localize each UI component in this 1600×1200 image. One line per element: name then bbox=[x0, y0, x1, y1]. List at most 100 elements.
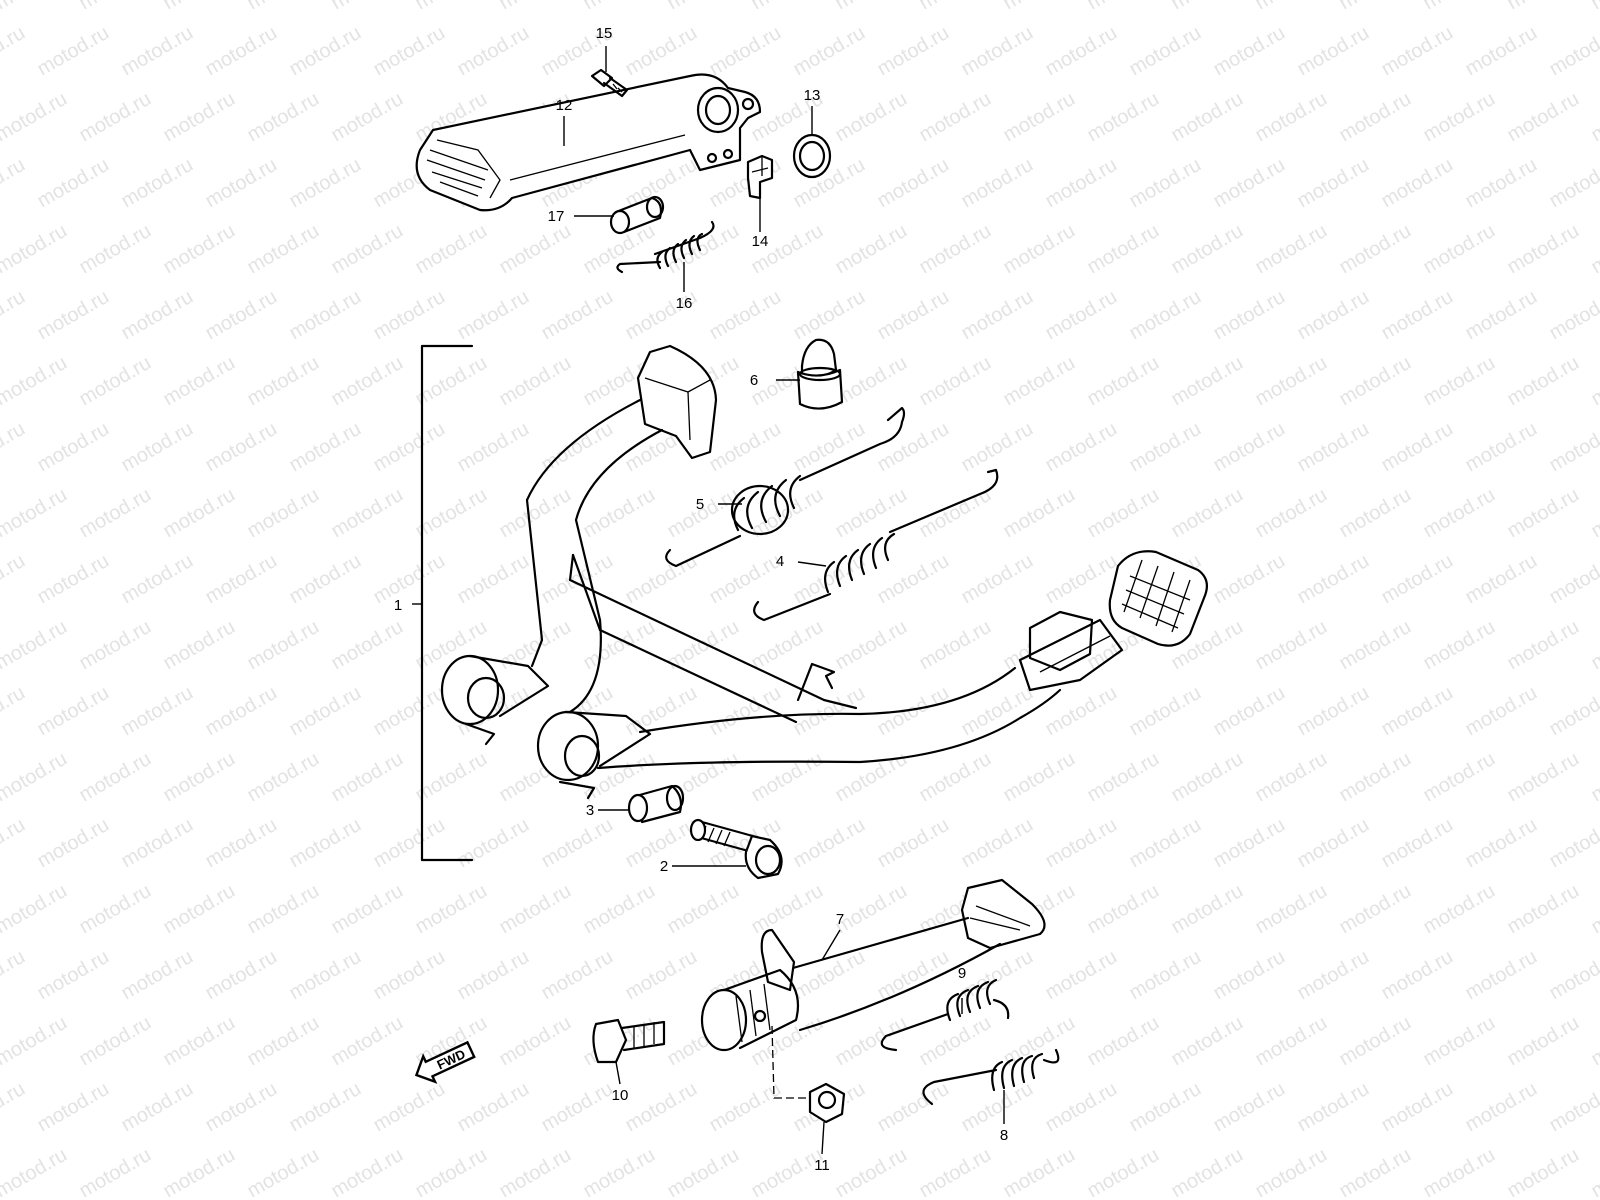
watermark-text: motod.ru bbox=[1378, 682, 1457, 741]
watermark-text: motod.ru bbox=[958, 550, 1037, 609]
watermark-text: motod.ru bbox=[1000, 88, 1079, 147]
watermark-text: motod.ru bbox=[328, 88, 407, 147]
watermark-text: motod.ru bbox=[1042, 550, 1121, 609]
watermark-text: motod.ru bbox=[538, 286, 617, 345]
watermark-text: motod.ru bbox=[874, 154, 953, 213]
callout-17: 17 bbox=[548, 208, 565, 225]
brake-pedal-part-12 bbox=[415, 73, 762, 212]
watermark-text: motod.ru bbox=[496, 1144, 575, 1200]
watermark-text: motod.ru bbox=[832, 880, 911, 939]
watermark-text: motod.ru bbox=[244, 1012, 323, 1071]
watermark-text: motod.ru bbox=[1336, 1144, 1415, 1200]
callout-2: 2 bbox=[660, 858, 668, 875]
watermark-text: motod.ru bbox=[370, 22, 449, 81]
watermark-text: motod.ru bbox=[1462, 682, 1541, 741]
watermark-text: motod.ru bbox=[34, 1078, 113, 1137]
watermark-text: motod.ru bbox=[916, 352, 995, 411]
watermark-text: motod.ru bbox=[1084, 748, 1163, 807]
watermark-text: motod.ru bbox=[1042, 418, 1121, 477]
watermark-text: motod.ru bbox=[1588, 0, 1600, 14]
watermark-text: motod.ru bbox=[958, 418, 1037, 477]
watermark-text: motod.ru bbox=[958, 286, 1037, 345]
watermark-text: motod.ru bbox=[622, 946, 701, 1005]
callout-5: 5 bbox=[696, 496, 704, 513]
watermark-text: motod.ru bbox=[958, 1078, 1037, 1137]
bracket-part-1 bbox=[420, 344, 474, 862]
watermark-text: motod.ru bbox=[496, 616, 575, 675]
watermark-text: motod.ru bbox=[1588, 1144, 1600, 1200]
watermark-text: motod.ru bbox=[1084, 1144, 1163, 1200]
watermark-text: motod.ru bbox=[790, 550, 869, 609]
callout-4: 4 bbox=[776, 553, 784, 570]
watermark-text: motod.ru bbox=[1252, 484, 1331, 543]
watermark-text: motod.ru bbox=[538, 550, 617, 609]
watermark-text: motod.ru bbox=[1084, 352, 1163, 411]
watermark-text: motod.ru bbox=[958, 946, 1037, 1005]
watermark-text: motod.ru bbox=[832, 352, 911, 411]
watermark-text: motod.ru bbox=[1210, 22, 1289, 81]
watermark-text: motod.ru bbox=[160, 616, 239, 675]
watermark-text: motod.ru bbox=[1210, 682, 1289, 741]
watermark-text: motod.ru bbox=[1084, 220, 1163, 279]
watermark-text: motod.ru bbox=[1588, 880, 1600, 939]
watermark-text: motod.ru bbox=[118, 22, 197, 81]
watermark-text: motod.ru bbox=[0, 682, 29, 741]
watermark-text: motod.ru bbox=[1042, 946, 1121, 1005]
watermark-text: motod.ru bbox=[0, 748, 71, 807]
watermark-text: motod.ru bbox=[496, 0, 575, 14]
watermark-text: motod.ru bbox=[286, 154, 365, 213]
watermark-text: motod.ru bbox=[160, 0, 239, 14]
watermark-text: motod.ru bbox=[118, 418, 197, 477]
callout-3: 3 bbox=[586, 802, 594, 819]
bolt-part-10 bbox=[592, 1018, 666, 1064]
watermark-text: motod.ru bbox=[244, 616, 323, 675]
watermark-text: motod.ru bbox=[328, 748, 407, 807]
callout-16: 16 bbox=[676, 295, 693, 312]
callout-7: 7 bbox=[836, 911, 844, 928]
watermark-text: motod.ru bbox=[1462, 286, 1541, 345]
watermark-text: motod.ru bbox=[1042, 1078, 1121, 1137]
callout-1: 1 bbox=[394, 597, 402, 614]
watermark-text: motod.ru bbox=[496, 880, 575, 939]
watermark-text: motod.ru bbox=[706, 1078, 785, 1137]
leader-lines bbox=[412, 46, 1005, 1155]
watermark-text: motod.ru bbox=[202, 286, 281, 345]
watermark-text: motod.ru bbox=[706, 418, 785, 477]
watermark-text: motod.ru bbox=[832, 1144, 911, 1200]
watermark-text: motod.ru bbox=[0, 616, 71, 675]
watermark-text: motod.ru bbox=[1336, 616, 1415, 675]
watermark-text: motod.ru bbox=[1378, 286, 1457, 345]
stopper-part-6 bbox=[796, 338, 844, 410]
watermark-text: motod.ru bbox=[580, 880, 659, 939]
watermark-text: motod.ru bbox=[496, 220, 575, 279]
watermark-text: motod.ru bbox=[34, 682, 113, 741]
watermark-text: motod.ru bbox=[1168, 484, 1247, 543]
watermark-text: motod.ru bbox=[832, 1012, 911, 1071]
watermark-text: motod.ru bbox=[202, 418, 281, 477]
watermark-text: motod.ru bbox=[1126, 946, 1205, 1005]
callout-12: 12 bbox=[556, 97, 573, 114]
watermark-text: motod.ru bbox=[1252, 88, 1331, 147]
watermark-text: motod.ru bbox=[328, 0, 407, 14]
callout-14: 14 bbox=[752, 233, 769, 250]
watermark-text: motod.ru bbox=[790, 22, 869, 81]
watermark-text: motod.ru bbox=[412, 0, 491, 14]
watermark-text: motod.ru bbox=[1546, 682, 1600, 741]
watermark-text: motod.ru bbox=[1336, 880, 1415, 939]
watermark-text: motod.ru bbox=[1252, 352, 1331, 411]
watermark-text: motod.ru bbox=[958, 154, 1037, 213]
watermark-text: motod.ru bbox=[1294, 418, 1373, 477]
watermark-text: motod.ru bbox=[1420, 352, 1499, 411]
watermark-text: motod.ru bbox=[412, 748, 491, 807]
watermark-text: motod.ru bbox=[1504, 880, 1583, 939]
watermark-text: motod.ru bbox=[538, 946, 617, 1005]
watermark-text: motod.ru bbox=[1504, 88, 1583, 147]
watermark-text: motod.ru bbox=[874, 286, 953, 345]
watermark-text: motod.ru bbox=[832, 616, 911, 675]
watermark-text: motod.ru bbox=[1504, 1012, 1583, 1071]
watermark-text: motod.ru bbox=[118, 286, 197, 345]
watermark-text: motod.ru bbox=[1504, 220, 1583, 279]
watermark-text: motod.ru bbox=[1168, 1144, 1247, 1200]
watermark-text: motod.ru bbox=[1168, 352, 1247, 411]
spring-part-9 bbox=[880, 978, 1010, 1052]
